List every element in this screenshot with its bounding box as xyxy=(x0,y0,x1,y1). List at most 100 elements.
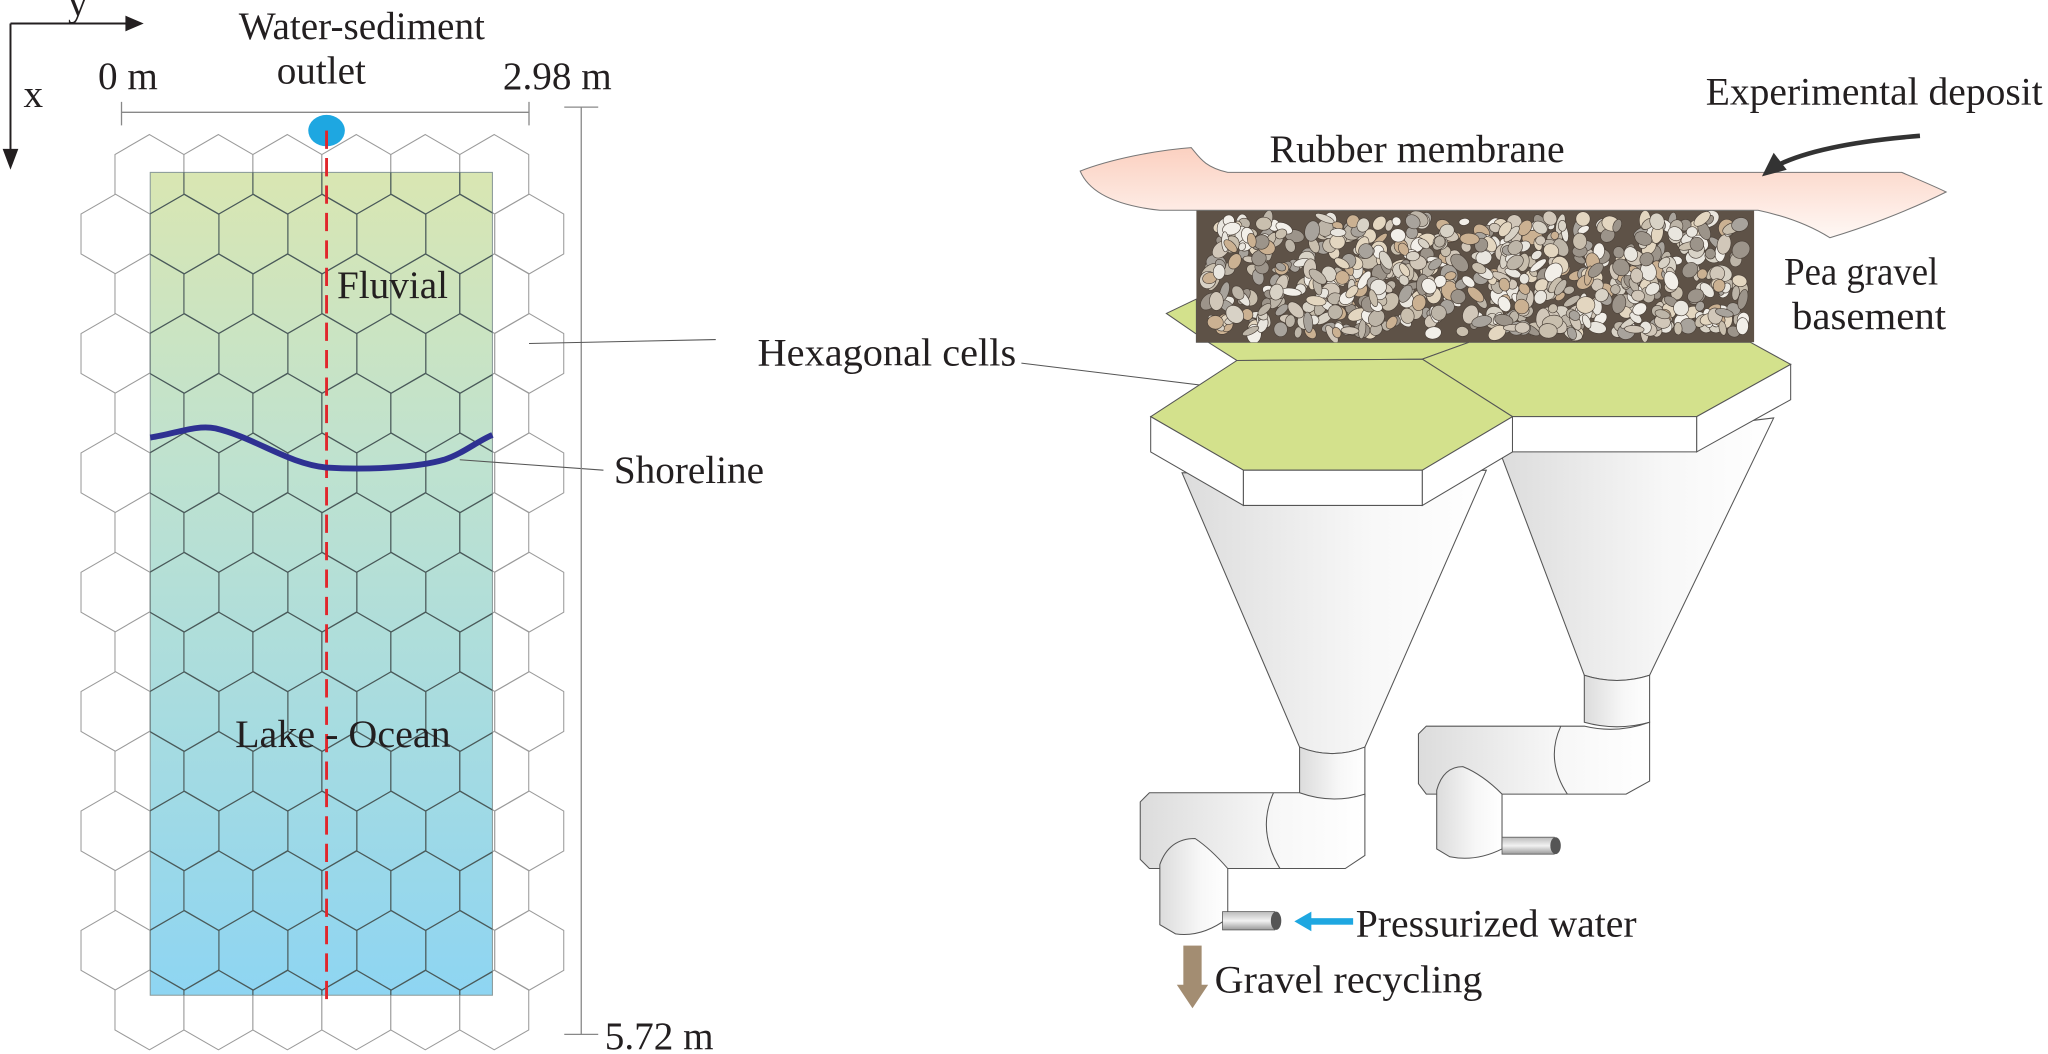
length-scale-bar xyxy=(564,106,599,1036)
hex-cell-outline xyxy=(459,731,493,811)
pebble xyxy=(1345,285,1359,299)
pebble xyxy=(1275,262,1287,272)
pebble xyxy=(1358,243,1374,259)
pebble xyxy=(1695,300,1705,312)
pebble xyxy=(1532,220,1548,235)
pebble xyxy=(1304,220,1320,242)
water-arrow-icon xyxy=(1294,911,1354,932)
pebble xyxy=(1439,223,1455,238)
pebble xyxy=(1654,309,1671,320)
pebble xyxy=(1434,235,1446,248)
pebble xyxy=(1630,267,1644,284)
pebble xyxy=(1471,315,1493,328)
pebble xyxy=(1576,296,1596,314)
pebble xyxy=(1498,221,1513,237)
pea-gravel-label-line1: Pea gravel xyxy=(1784,251,1938,294)
pebble xyxy=(1566,326,1577,340)
pebble xyxy=(1531,250,1543,261)
pebble xyxy=(1334,257,1350,270)
hex-cells-leader-left xyxy=(528,339,716,345)
pebble xyxy=(1577,225,1590,235)
pebble xyxy=(1686,226,1698,238)
pebble xyxy=(1517,219,1533,236)
pebble xyxy=(1712,279,1726,293)
pebble xyxy=(1459,232,1480,245)
water-nozzle xyxy=(1222,911,1276,931)
pebble xyxy=(1368,309,1385,327)
pebble xyxy=(1391,216,1402,227)
pebble xyxy=(1405,214,1421,230)
pebble xyxy=(1430,304,1447,321)
shoreline-curve xyxy=(149,424,494,472)
rubber-membrane xyxy=(1079,147,1948,239)
deposit-arrow xyxy=(1777,133,1921,167)
pebble xyxy=(1632,302,1647,316)
left-funnel xyxy=(1139,469,1488,935)
y-axis-label: y xyxy=(68,0,88,25)
pebble xyxy=(1696,268,1708,280)
pebble xyxy=(1498,277,1511,292)
pebble xyxy=(1315,213,1335,224)
shoreline-label: Shoreline xyxy=(614,449,764,492)
region-fluvial: Fluvial xyxy=(337,264,448,307)
pebble xyxy=(1207,315,1224,330)
hex-cell-outline xyxy=(459,493,493,572)
pebble xyxy=(1639,252,1654,267)
pebble xyxy=(1456,326,1469,337)
pebble xyxy=(1535,235,1546,246)
hex-cell-outline xyxy=(459,612,493,692)
deposit-arrow-head-icon xyxy=(1761,152,1787,177)
pebble xyxy=(1450,253,1469,273)
pebble xyxy=(1513,298,1530,315)
pebble xyxy=(1533,290,1547,305)
pebble xyxy=(1623,246,1638,262)
pebble xyxy=(1548,303,1558,314)
pebble xyxy=(1285,314,1296,328)
pebble xyxy=(1679,318,1697,335)
y-arrow-head-icon xyxy=(125,15,144,32)
pebble xyxy=(1557,220,1567,232)
pebble xyxy=(1667,226,1684,242)
pebble xyxy=(1554,279,1568,296)
pebble xyxy=(1611,294,1627,314)
pebble xyxy=(1572,232,1587,250)
pebble xyxy=(1368,289,1379,307)
pebble xyxy=(1327,304,1343,320)
shoreline-leader xyxy=(459,459,604,471)
pebble xyxy=(1631,289,1645,302)
pebble xyxy=(1542,210,1558,226)
pebble xyxy=(1497,296,1512,312)
pebble xyxy=(1225,305,1245,324)
pebble xyxy=(1231,285,1245,300)
pebble xyxy=(1399,263,1411,277)
pebble xyxy=(1663,271,1679,291)
width-scale-bar xyxy=(120,101,530,126)
pebble xyxy=(1519,273,1530,285)
pebble xyxy=(1494,313,1514,327)
pebble xyxy=(1588,262,1604,278)
pebble xyxy=(1424,326,1442,340)
hex-grid-basin xyxy=(150,172,493,996)
hex-cell-outline xyxy=(459,254,493,334)
hex-cell xyxy=(494,909,565,991)
pebble xyxy=(1624,325,1645,334)
width-scale-end: 2.98 m xyxy=(503,55,612,98)
pebble xyxy=(1284,239,1296,253)
hex-cell xyxy=(494,193,565,275)
pebble xyxy=(1340,326,1360,335)
pebble xyxy=(1731,240,1751,259)
pebble xyxy=(1400,307,1415,324)
pebble xyxy=(1255,216,1272,231)
pebble xyxy=(1610,284,1621,295)
pebble xyxy=(1649,212,1665,230)
pebble xyxy=(1269,283,1284,301)
pebble xyxy=(1305,295,1327,307)
pebble xyxy=(1417,238,1430,250)
pebble xyxy=(1543,243,1560,258)
pebble xyxy=(1737,289,1749,310)
pebble xyxy=(1681,262,1699,279)
pebble xyxy=(1450,289,1466,305)
pebble xyxy=(1228,253,1242,270)
region-lake-ocean: Lake - Ocean xyxy=(235,713,451,756)
length-scale-end: 5.72 m xyxy=(605,1015,714,1054)
